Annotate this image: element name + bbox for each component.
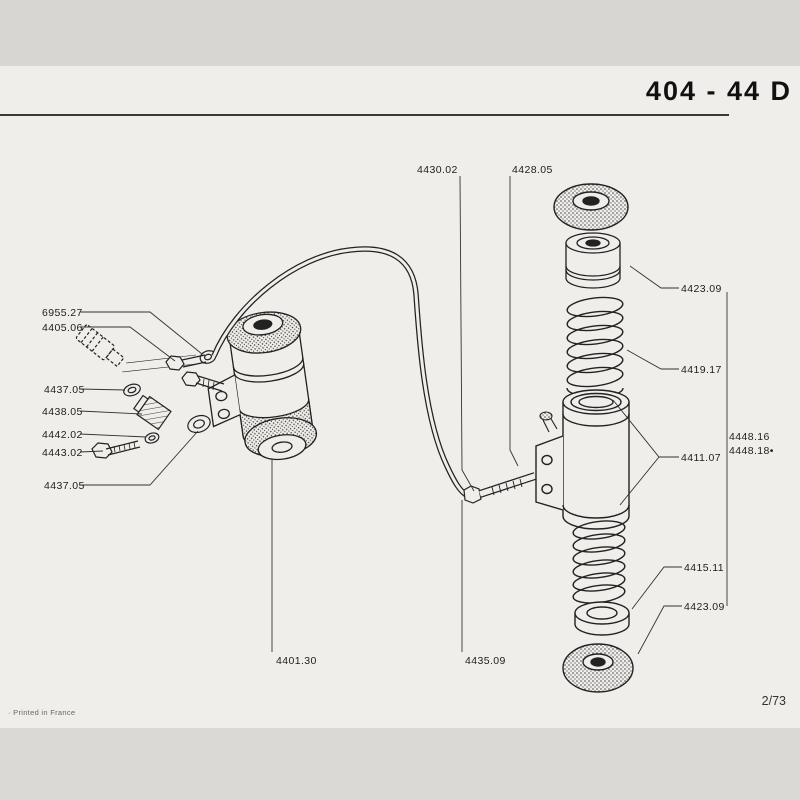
part-label: 4438.05 [42, 406, 83, 418]
part-label: 6955.27 [42, 307, 83, 319]
part-label: 4437.05 [44, 384, 85, 396]
cup-seal [574, 601, 630, 636]
part-label: 4423.09 [684, 601, 725, 613]
printed-in-france-note: · Printed in France [8, 708, 76, 717]
bleeder-and-fittings [75, 324, 225, 459]
elbow-fitting [133, 394, 172, 431]
washer-upper [123, 383, 141, 397]
union-bolt [165, 354, 207, 371]
page-number: 2/73 [761, 694, 786, 708]
header-rule [0, 114, 729, 116]
part-label: 4401.30 [276, 655, 317, 667]
left-wheel-cylinder [207, 311, 318, 461]
part-label: 4435.09 [465, 655, 506, 667]
piston [565, 232, 621, 289]
part-label: 4411.07 [681, 452, 721, 464]
leader-lines [79, 175, 728, 655]
spring-lower [572, 520, 626, 604]
part-label: 4419.17 [681, 364, 722, 376]
washer-large [187, 414, 211, 434]
bleed-screw [91, 440, 141, 459]
hose-end-ghost [75, 324, 125, 368]
dust-cap-top [553, 183, 629, 231]
spring-upper [566, 296, 624, 398]
dust-cap-bottom [562, 643, 634, 693]
part-label: 4415.11 [684, 562, 724, 574]
part-label: 4430.02 [417, 164, 458, 176]
pipe-union [463, 472, 537, 504]
part-label: 4423.09 [681, 283, 722, 295]
bottom-gray-band [0, 728, 800, 800]
washer-mid [144, 432, 160, 444]
brake-pipe [211, 246, 537, 504]
part-label: 4442.02 [42, 429, 83, 441]
top-gray-band [0, 0, 800, 66]
part-label: 4448.16 [729, 431, 770, 443]
flange-bolt [181, 371, 225, 392]
part-label: 4437.05 [44, 480, 85, 492]
part-label: 4405.06 [42, 322, 83, 334]
part-label: 4443.02 [42, 447, 83, 459]
part-label: 4448.18• [729, 445, 774, 457]
page-title: 404 - 44 D [645, 76, 792, 106]
right-cylinder-body [535, 389, 630, 530]
part-label: 4428.05 [512, 164, 553, 176]
